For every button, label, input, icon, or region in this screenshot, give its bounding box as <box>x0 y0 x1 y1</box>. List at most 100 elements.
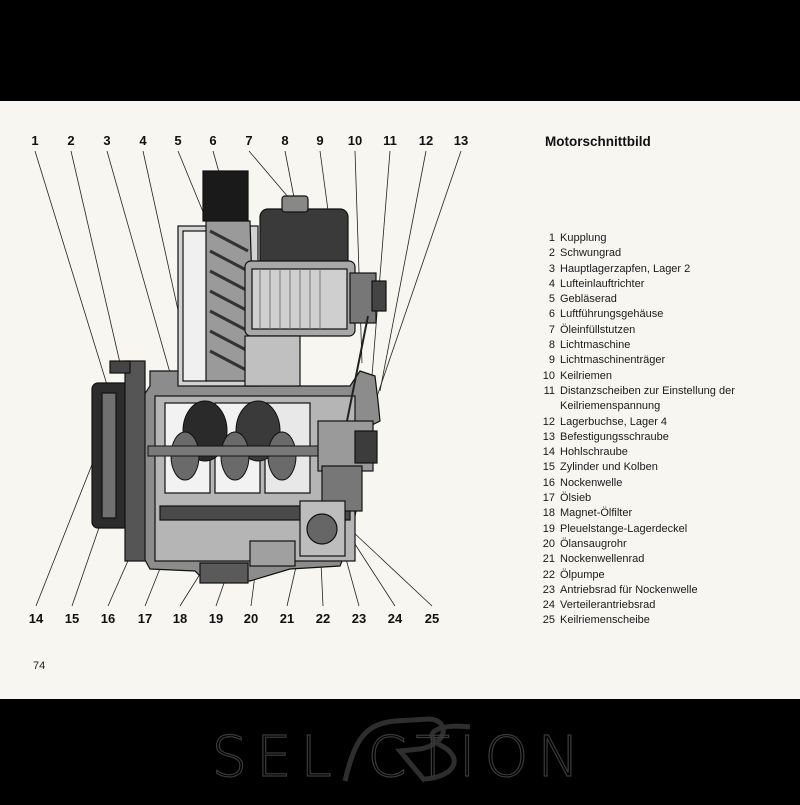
legend-item: 2 Schwungrad <box>533 246 800 261</box>
legend-text: Antriebsrad für Nockenwelle <box>560 583 698 596</box>
page-number: 74 <box>33 660 46 672</box>
legend-text: Schwungrad <box>560 247 622 260</box>
legend-number: 23 <box>542 583 555 596</box>
legend-item: 10 Keilriemen <box>533 369 800 384</box>
legend-number: 18 <box>542 507 555 520</box>
callout-number: 18 <box>172 611 188 626</box>
legend-item: 9 Lichtmaschinenträger <box>533 353 800 368</box>
page-title: Motorschnittbild <box>545 134 651 149</box>
engine-cutaway-drawing <box>34 150 462 607</box>
oil-pump <box>249 500 346 567</box>
legend-number: 21 <box>542 553 555 566</box>
legend-number: 4 <box>548 277 555 290</box>
legend-item: 17 Ölsieb <box>533 491 800 506</box>
legend-number: 13 <box>542 430 555 443</box>
brand-logo: SEL CTION <box>0 699 800 800</box>
legend-text: Öleinfüllstutzen <box>560 323 636 336</box>
callout-number: 3 <box>103 133 111 148</box>
legend-text: Lichtmaschine <box>560 339 631 352</box>
callout-leader-line <box>371 150 462 412</box>
callout-leader-line <box>70 150 121 364</box>
legend-number: 16 <box>542 476 555 489</box>
legend-item: 11 Distanzscheiben zur Einstellung der Ke… <box>533 384 800 415</box>
legend-text: Keilriemen <box>560 369 612 382</box>
legend-text: Distanzscheiben zur Einstellung der Keil… <box>560 384 735 413</box>
legend-item: 13 Befestigungsschraube <box>533 430 800 445</box>
legend-item: 12 Lagerbuchse, Lager 4 <box>533 415 800 430</box>
callout-leader-line <box>379 150 427 392</box>
legend-number: 9 <box>548 354 555 367</box>
legend-text: Ölsieb <box>560 492 592 505</box>
callout-number: 24 <box>387 611 403 626</box>
legend-text: Hohlschraube <box>560 446 628 459</box>
callout-number: 25 <box>424 611 440 626</box>
brand-logo-text: SEL CTION <box>211 724 589 790</box>
legend-text: Nockenwelle <box>560 476 623 489</box>
callout-number: 15 <box>64 611 80 626</box>
callout-number: 10 <box>347 133 363 148</box>
legend-item: 7 Öleinfüllstutzen <box>533 323 800 338</box>
generator <box>244 260 387 387</box>
callout-leader-line <box>34 150 113 402</box>
legend-item: 19 Pleuelstange-Lagerdeckel <box>533 522 800 537</box>
crankshaft <box>147 400 339 481</box>
legend-number: 17 <box>542 492 555 505</box>
callout-leader-line <box>371 150 391 377</box>
legend-text: Lichtmaschinenträger <box>560 354 666 367</box>
legend-number: 12 <box>542 415 555 428</box>
legend-text: Verteilerantriebsrad <box>560 599 656 612</box>
flywheel-clutch <box>91 360 146 562</box>
legend-number: 11 <box>543 384 555 397</box>
legend-text: Nockenwellenrad <box>560 553 645 566</box>
legend-text: Magnet-Ölfilter <box>560 507 633 520</box>
legend-number: 2 <box>548 247 555 260</box>
legend-text: Befestigungsschraube <box>560 430 669 443</box>
callout-number: 2 <box>67 133 75 148</box>
callout-number: 5 <box>174 133 182 148</box>
legend-text: Gebläserad <box>560 293 617 306</box>
legend-number: 22 <box>542 568 555 581</box>
legend-number: 5 <box>548 293 555 306</box>
legend-item: 16 Nockenwelle <box>533 476 800 491</box>
callout-number: 19 <box>208 611 224 626</box>
rs-monogram-icon <box>342 716 471 783</box>
legend-number: 6 <box>548 308 555 321</box>
legend-item: 5 Gebläserad <box>533 292 800 307</box>
callout-number: 17 <box>137 611 153 626</box>
callout-number: 4 <box>139 133 147 148</box>
callout-number: 8 <box>281 133 289 148</box>
legend-number: 10 <box>542 369 555 382</box>
callout-number: 7 <box>245 133 253 148</box>
legend-item: 8 Lichtmaschine <box>533 338 800 353</box>
legend-number: 7 <box>548 323 555 336</box>
legend-text: Keilriemenscheibe <box>560 614 650 627</box>
callout-number: 14 <box>28 611 44 626</box>
legend-item: 22 Ölpumpe <box>533 568 800 583</box>
callout-number: 13 <box>453 133 469 148</box>
legend-text: Hauptlagerzapfen, Lager 2 <box>560 262 691 275</box>
callout-number: 16 <box>100 611 116 626</box>
callout-number: 23 <box>351 611 367 626</box>
legend-item: 1 Kupplung <box>533 231 800 246</box>
legend-number: 1 <box>548 232 555 244</box>
legend-number: 24 <box>542 599 555 612</box>
legend-number: 19 <box>542 522 555 535</box>
legend-text: Pleuelstange-Lagerdeckel <box>560 522 688 535</box>
legend-text: Lagerbuchse, Lager 4 <box>560 415 668 428</box>
legend-item: 23 Antriebsrad für Nockenwelle <box>533 583 800 598</box>
legend-number: 15 <box>542 461 555 474</box>
legend-number: 8 <box>548 339 555 352</box>
callout-number: 9 <box>316 133 324 148</box>
legend-text: Kupplung <box>560 232 607 244</box>
oil-filler <box>259 195 349 272</box>
legend-text: Ölpumpe <box>560 568 605 581</box>
callout-leader-line <box>351 530 433 607</box>
